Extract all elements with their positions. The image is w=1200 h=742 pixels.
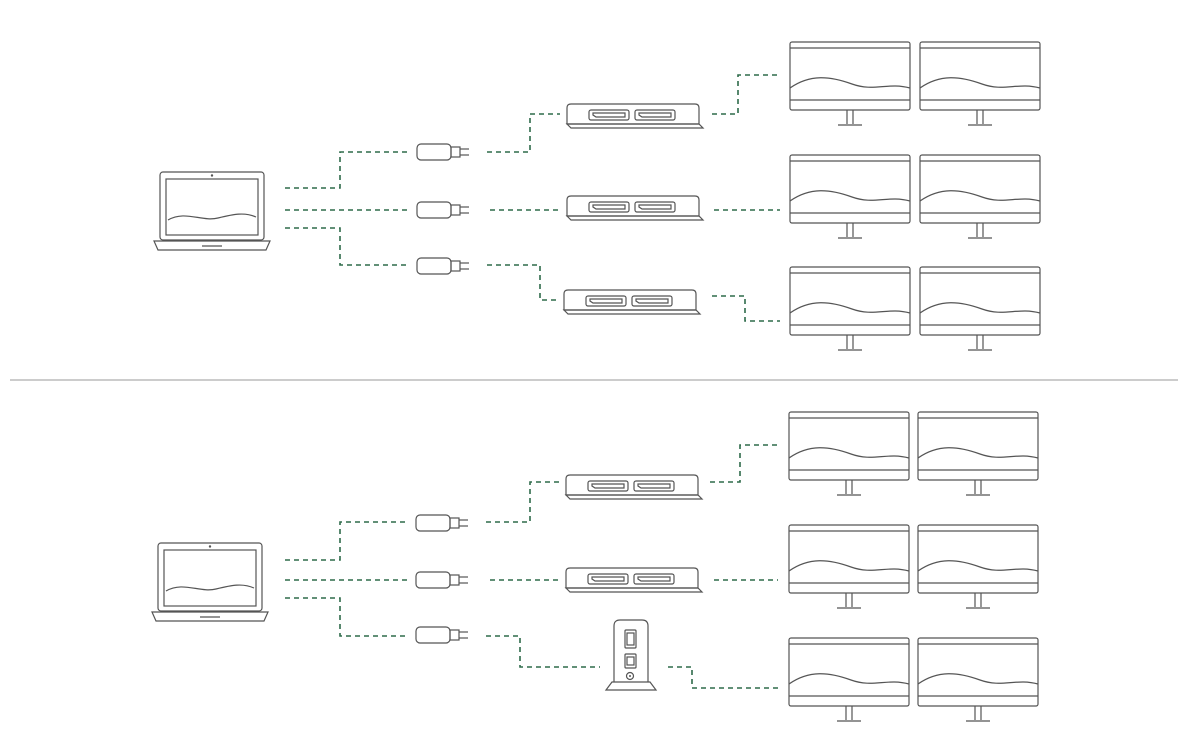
dual-displayport-adapter-icon: [562, 289, 702, 315]
dashed-connection-line: [486, 481, 560, 523]
dashed-connection-line: [487, 113, 560, 153]
usb-c-cable-icon: [415, 514, 468, 532]
usb-c-cable-icon: [416, 201, 469, 219]
dashed-connection-line: [710, 444, 778, 483]
monitor-icon: [919, 41, 1041, 126]
monitor-icon: [917, 411, 1039, 496]
dashed-connection-line: [285, 151, 410, 189]
vertical-docking-station-icon: [604, 619, 658, 691]
monitor-icon: [789, 154, 911, 239]
laptop-icon: [153, 171, 271, 251]
dashed-connection-line: [285, 227, 410, 266]
dashed-connection-line: [486, 635, 600, 668]
dual-displayport-adapter-icon: [565, 195, 705, 221]
dashed-connection-line: [712, 295, 780, 322]
usb-c-cable-icon: [415, 571, 468, 589]
dashed-connection-line: [285, 521, 408, 561]
bottom-configuration: [151, 411, 1039, 722]
laptop-icon: [151, 542, 269, 622]
top-configuration: [153, 41, 1041, 351]
dashed-connection-line: [285, 597, 408, 637]
monitor-icon: [917, 524, 1039, 609]
dual-displayport-adapter-icon: [564, 567, 704, 593]
dashed-connection-line: [668, 666, 778, 689]
usb-c-cable-icon: [416, 257, 469, 275]
monitor-icon: [788, 411, 910, 496]
monitor-icon: [919, 154, 1041, 239]
monitor-icon: [789, 41, 911, 126]
dual-displayport-adapter-icon: [565, 103, 705, 129]
monitor-icon: [788, 637, 910, 722]
dual-displayport-adapter-icon: [564, 474, 704, 500]
usb-c-cable-icon: [416, 143, 469, 161]
monitor-icon: [789, 266, 911, 351]
dashed-connection-line: [712, 74, 780, 115]
usb-c-cable-icon: [415, 626, 468, 644]
dashed-connection-line: [487, 264, 560, 301]
monitor-icon: [917, 637, 1039, 722]
monitor-icon: [919, 266, 1041, 351]
monitor-icon: [788, 524, 910, 609]
